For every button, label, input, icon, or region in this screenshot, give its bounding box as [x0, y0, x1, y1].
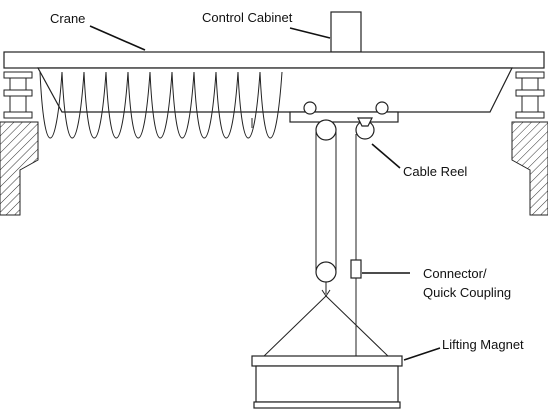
crane-top-beam: [3, 51, 545, 69]
lifting-magnet: [251, 355, 403, 409]
hoist-sheave: [315, 119, 337, 141]
label-connector: Connector/: [423, 266, 487, 281]
label-lifting-magnet: Lifting Magnet: [442, 337, 524, 352]
label-control-cabinet: Control Cabinet: [202, 10, 293, 25]
label-cable-reel: Cable Reel: [403, 164, 467, 179]
left-end-truck: [3, 71, 33, 119]
crane-girder: [36, 67, 513, 113]
trolley: [289, 101, 399, 123]
label-quick-coupling: Quick Coupling: [423, 285, 511, 300]
leader-lines: [89, 25, 441, 361]
control-cabinet: [330, 11, 362, 53]
left-support-wall: [0, 121, 39, 216]
label-crane: Crane: [50, 11, 85, 26]
festoon-cable: [39, 71, 283, 139]
quick-coupling: [350, 259, 362, 279]
right-end-truck: [515, 71, 545, 119]
hoist-ropes: [315, 130, 337, 272]
right-support-wall: [511, 121, 548, 216]
suspension-chains: [261, 295, 391, 359]
bottom-block: [315, 261, 337, 283]
hook: [321, 282, 331, 297]
cable-reel: [355, 117, 375, 140]
